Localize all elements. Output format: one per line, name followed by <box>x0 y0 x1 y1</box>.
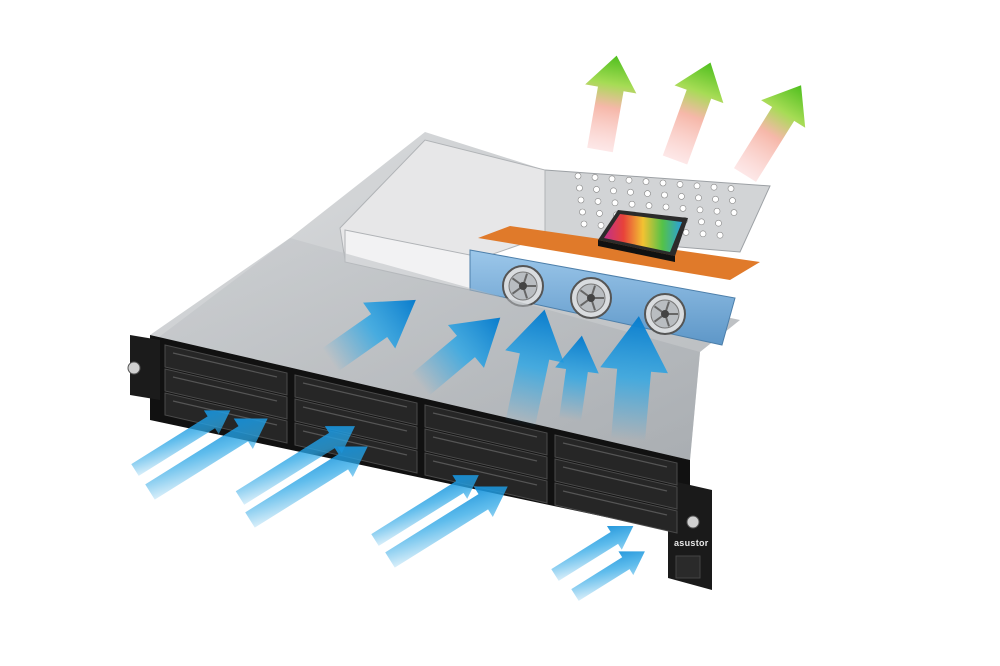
drive-bay[interactable] <box>554 434 678 486</box>
drive-bay-handle <box>172 352 278 378</box>
intake-arrow-icon <box>245 446 368 528</box>
drive-bay[interactable] <box>424 452 548 504</box>
vent-hole <box>712 195 719 203</box>
lcd-panel <box>675 555 701 579</box>
brand-logo: asustor <box>674 538 709 548</box>
vent-hole <box>574 172 582 180</box>
vent-hole <box>591 174 599 181</box>
intake-arrow-icon <box>411 317 501 396</box>
drive-bay-handle <box>432 436 538 462</box>
vent-hole <box>594 198 602 205</box>
drive-bay[interactable] <box>424 428 548 480</box>
intake-arrow-icon <box>131 410 231 476</box>
vent-hole <box>713 207 721 215</box>
vent-hole <box>729 197 736 204</box>
vent-hole <box>610 187 617 195</box>
drive-bay-handle <box>302 406 408 432</box>
vent-hole <box>727 185 735 192</box>
vent-hole <box>625 176 633 184</box>
drive-bay[interactable] <box>554 482 678 534</box>
intake-arrow-icon <box>571 551 645 601</box>
drive-bay-handle <box>562 442 668 468</box>
vent-hole <box>579 208 586 216</box>
drive-bay[interactable] <box>164 368 288 420</box>
vent-hole <box>596 210 603 217</box>
vent-hole <box>696 206 704 214</box>
vent-hole <box>676 181 684 188</box>
intake-arrow-icon <box>551 526 634 581</box>
intake-arrow-icon <box>600 316 668 442</box>
vent-hole <box>679 205 687 212</box>
vent-hole <box>577 196 585 204</box>
intake-arrow-icon <box>321 299 416 372</box>
vent-hole <box>608 175 616 183</box>
cpu-heatsink <box>598 210 688 262</box>
vent-hole <box>642 178 650 185</box>
vent-hole <box>682 229 690 236</box>
intake-arrow-icon <box>385 486 508 568</box>
drive-bay-handle <box>302 430 408 456</box>
vent-hole <box>645 202 653 209</box>
drive-bay[interactable] <box>424 404 548 456</box>
drive-bay[interactable] <box>294 374 418 426</box>
vent-hole <box>597 222 605 229</box>
intake-arrow-icon <box>505 309 564 429</box>
drive-bay[interactable] <box>164 344 288 396</box>
vent-hole <box>659 179 667 187</box>
chassis-front: asustor <box>127 335 712 590</box>
vent-hole <box>593 186 600 193</box>
rear-panel <box>544 169 771 253</box>
drive-bay-handle <box>562 490 668 516</box>
exhaust-arrow-icon <box>662 62 724 165</box>
vent-hole <box>699 230 707 238</box>
drive-bay[interactable] <box>294 398 418 450</box>
vent-hole <box>678 193 685 200</box>
drive-bay-handle <box>562 466 668 492</box>
vent-hole <box>627 188 634 196</box>
vent-hole <box>662 203 670 211</box>
rack-screw-icon[interactable] <box>127 361 141 375</box>
drive-bay-handle <box>432 412 538 438</box>
vent-hole <box>716 231 724 239</box>
vent-hole <box>693 182 701 190</box>
vent-hole <box>661 191 668 199</box>
intake-arrow-icon <box>371 475 479 546</box>
vent-hole <box>611 199 619 207</box>
vent-hole <box>628 200 636 208</box>
cooling-fan-icon <box>570 277 612 319</box>
vent-hole <box>698 218 705 226</box>
vent-hole <box>576 184 583 192</box>
heat-bar <box>478 226 760 280</box>
drive-bay[interactable] <box>554 458 678 510</box>
intake-airflow <box>131 299 668 601</box>
exhaust-arrow-icon <box>585 55 637 153</box>
vent-hole <box>644 190 651 197</box>
vent-hole <box>695 194 702 202</box>
exhaust-airflow <box>585 55 806 182</box>
intake-arrow-icon <box>145 418 268 500</box>
drive-bay-handle <box>302 382 408 408</box>
exhaust-arrow-icon <box>733 85 806 182</box>
cooling-fan-icon <box>644 293 686 335</box>
vent-hole <box>710 183 718 191</box>
vent-hole <box>580 220 588 228</box>
drive-bay-handle <box>432 460 538 486</box>
drive-bay-handle <box>172 376 278 402</box>
vent-hole <box>730 209 738 216</box>
intake-arrow-icon <box>555 335 599 422</box>
intake-arrow-icon <box>235 426 355 505</box>
rack-screw-icon[interactable] <box>686 515 700 529</box>
vent-hole <box>715 219 722 227</box>
